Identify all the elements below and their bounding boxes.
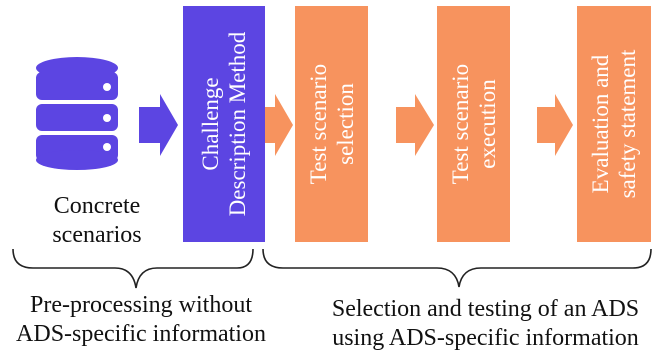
selection-testing-brace (262, 248, 652, 288)
concrete-scenarios-caption: Concrete scenarios (52, 193, 142, 248)
arrow-database-to-method (139, 94, 178, 156)
selection-testing-caption: Selection and testing of an ADS using AD… (331, 296, 640, 351)
database-icon (36, 57, 118, 170)
evaluation-safety-box: Evaluation and safety statement (577, 6, 651, 242)
flow-arrows (139, 94, 573, 156)
group-braces (12, 248, 652, 289)
preprocessing-caption: Pre-processing without ADS-specific info… (16, 292, 266, 347)
arrow-method-to-selection (259, 94, 293, 156)
arrow-selection-to-execution (396, 94, 434, 156)
test-scenario-execution-box: Test scenario execution (437, 6, 510, 242)
preprocessing-brace (12, 248, 254, 289)
arrow-execution-to-evaluation (537, 94, 573, 156)
challenge-description-method-box: Challenge Description Method (183, 6, 265, 242)
test-scenario-selection-box: Test scenario selection (295, 6, 368, 242)
